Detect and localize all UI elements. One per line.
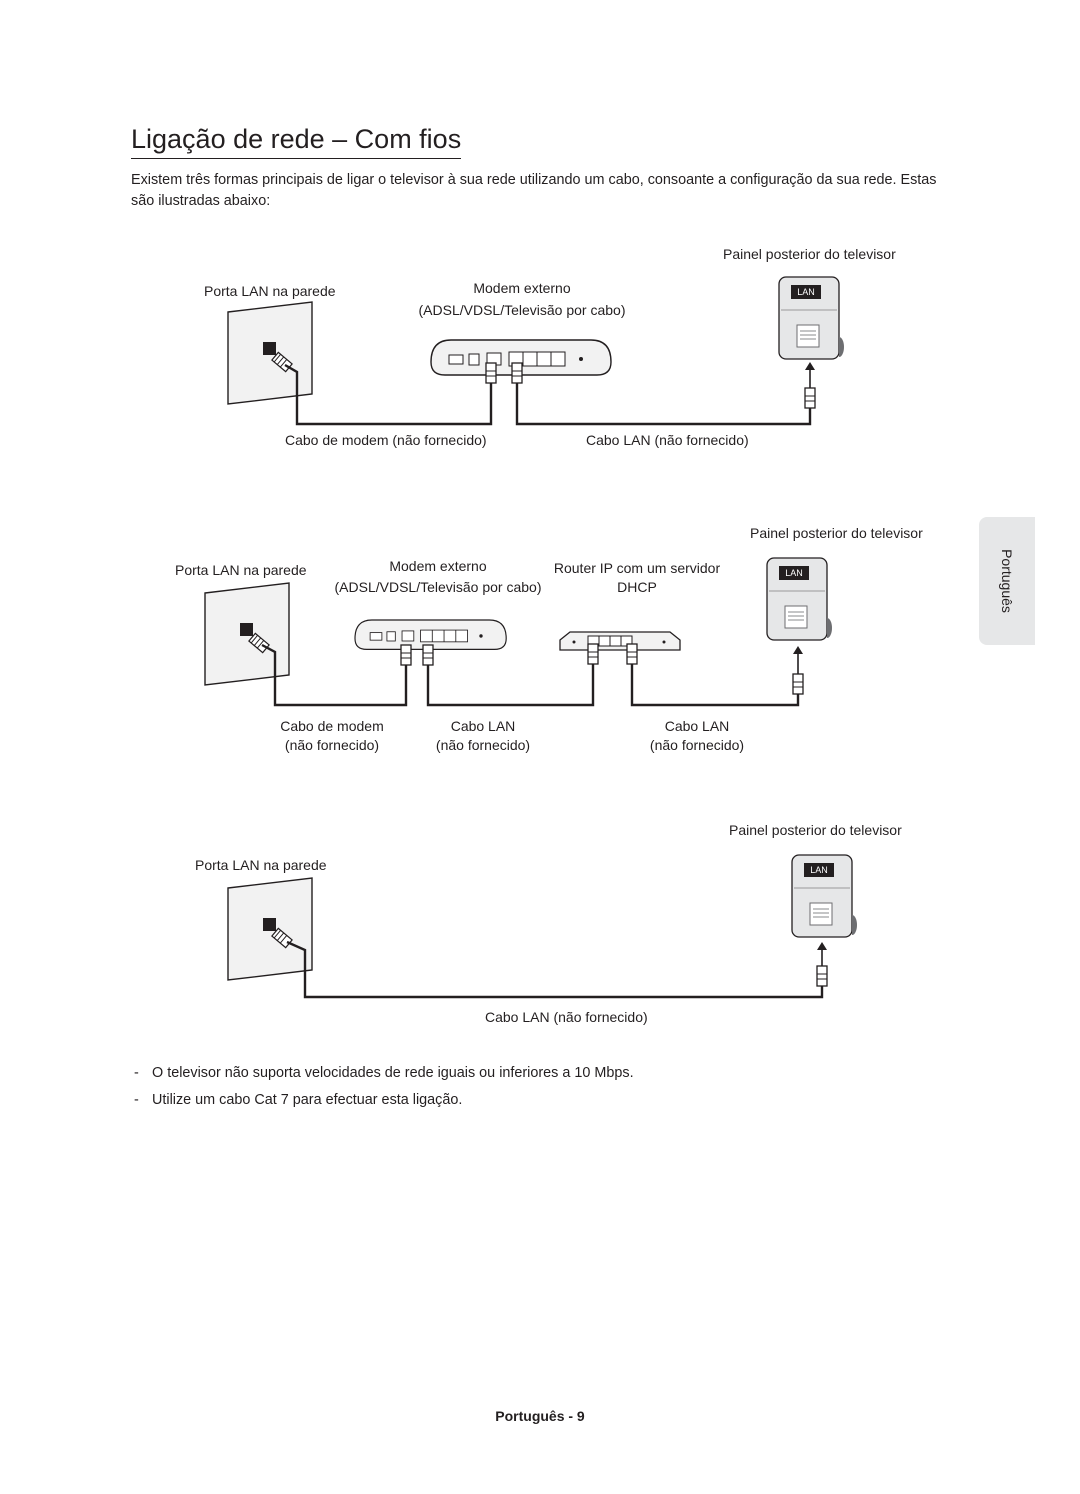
- lan-cable-label: Cabo LAN: [450, 718, 516, 734]
- wall-port-icon: [204, 582, 290, 686]
- modem-label: Modem externo: [473, 280, 571, 296]
- note-text: Utilize um cabo Cat 7 para efectuar esta…: [152, 1092, 463, 1108]
- diagram3-graphics: [227, 854, 858, 999]
- wall-port-icon: [227, 877, 313, 981]
- modem-type-label: (ADSL/VDSL/Televisão por cabo): [418, 302, 626, 318]
- modem-cable-note: (não fornecido): [284, 737, 380, 753]
- note-marker: -: [134, 1092, 139, 1108]
- wall-port-label: Porta LAN na parede: [204, 283, 336, 299]
- modem-type-label: (ADSL/VDSL/Televisão por cabo): [334, 579, 542, 595]
- diagram2-graphics: [204, 557, 833, 707]
- modem-cable-label: Cabo de modem (não fornecido): [285, 432, 487, 448]
- tv-panel-label: Painel posterior do televisor: [750, 525, 923, 541]
- lan-cable-label: Cabo LAN (não fornecido): [586, 432, 749, 448]
- page-footer: Português - 9: [495, 1408, 585, 1424]
- language-side-tab: Português: [979, 517, 1035, 645]
- router-icon: [559, 631, 681, 651]
- diagram1-graphics: [227, 276, 845, 426]
- lan-badge: LAN: [797, 287, 815, 297]
- note-text: O televisor não suporta velocidades de r…: [152, 1065, 634, 1081]
- wall-port-icon: [227, 301, 313, 405]
- tv-panel-label: Painel posterior do televisor: [729, 822, 902, 838]
- lan-cable-note: (não fornecido): [435, 737, 531, 753]
- lan-cable-note: (não fornecido): [649, 737, 745, 753]
- lan-cable-label: Cabo LAN: [664, 718, 730, 734]
- note-marker: -: [134, 1065, 139, 1081]
- lan-badge: LAN: [810, 865, 828, 875]
- lan-cable-label: Cabo LAN (não fornecido): [485, 1009, 648, 1025]
- page-title: Ligação de rede – Com fios: [131, 124, 462, 159]
- note-item: -Utilize um cabo Cat 7 para efectuar est…: [134, 1090, 462, 1110]
- router-label: Router IP com um servidor: [553, 560, 721, 576]
- intro-paragraph: Existem três formas principais de ligar …: [131, 172, 937, 209]
- note-item: -O televisor não suporta velocidades de …: [134, 1063, 634, 1083]
- modem-label: Modem externo: [389, 558, 487, 574]
- router-dhcp-label: DHCP: [617, 579, 657, 595]
- wall-port-label: Porta LAN na parede: [195, 857, 327, 873]
- tv-panel-label: Painel posterior do televisor: [723, 246, 896, 262]
- wall-port-label: Porta LAN na parede: [175, 562, 307, 578]
- lan-badge: LAN: [785, 568, 803, 578]
- modem-cable-label: Cabo de modem: [280, 718, 384, 734]
